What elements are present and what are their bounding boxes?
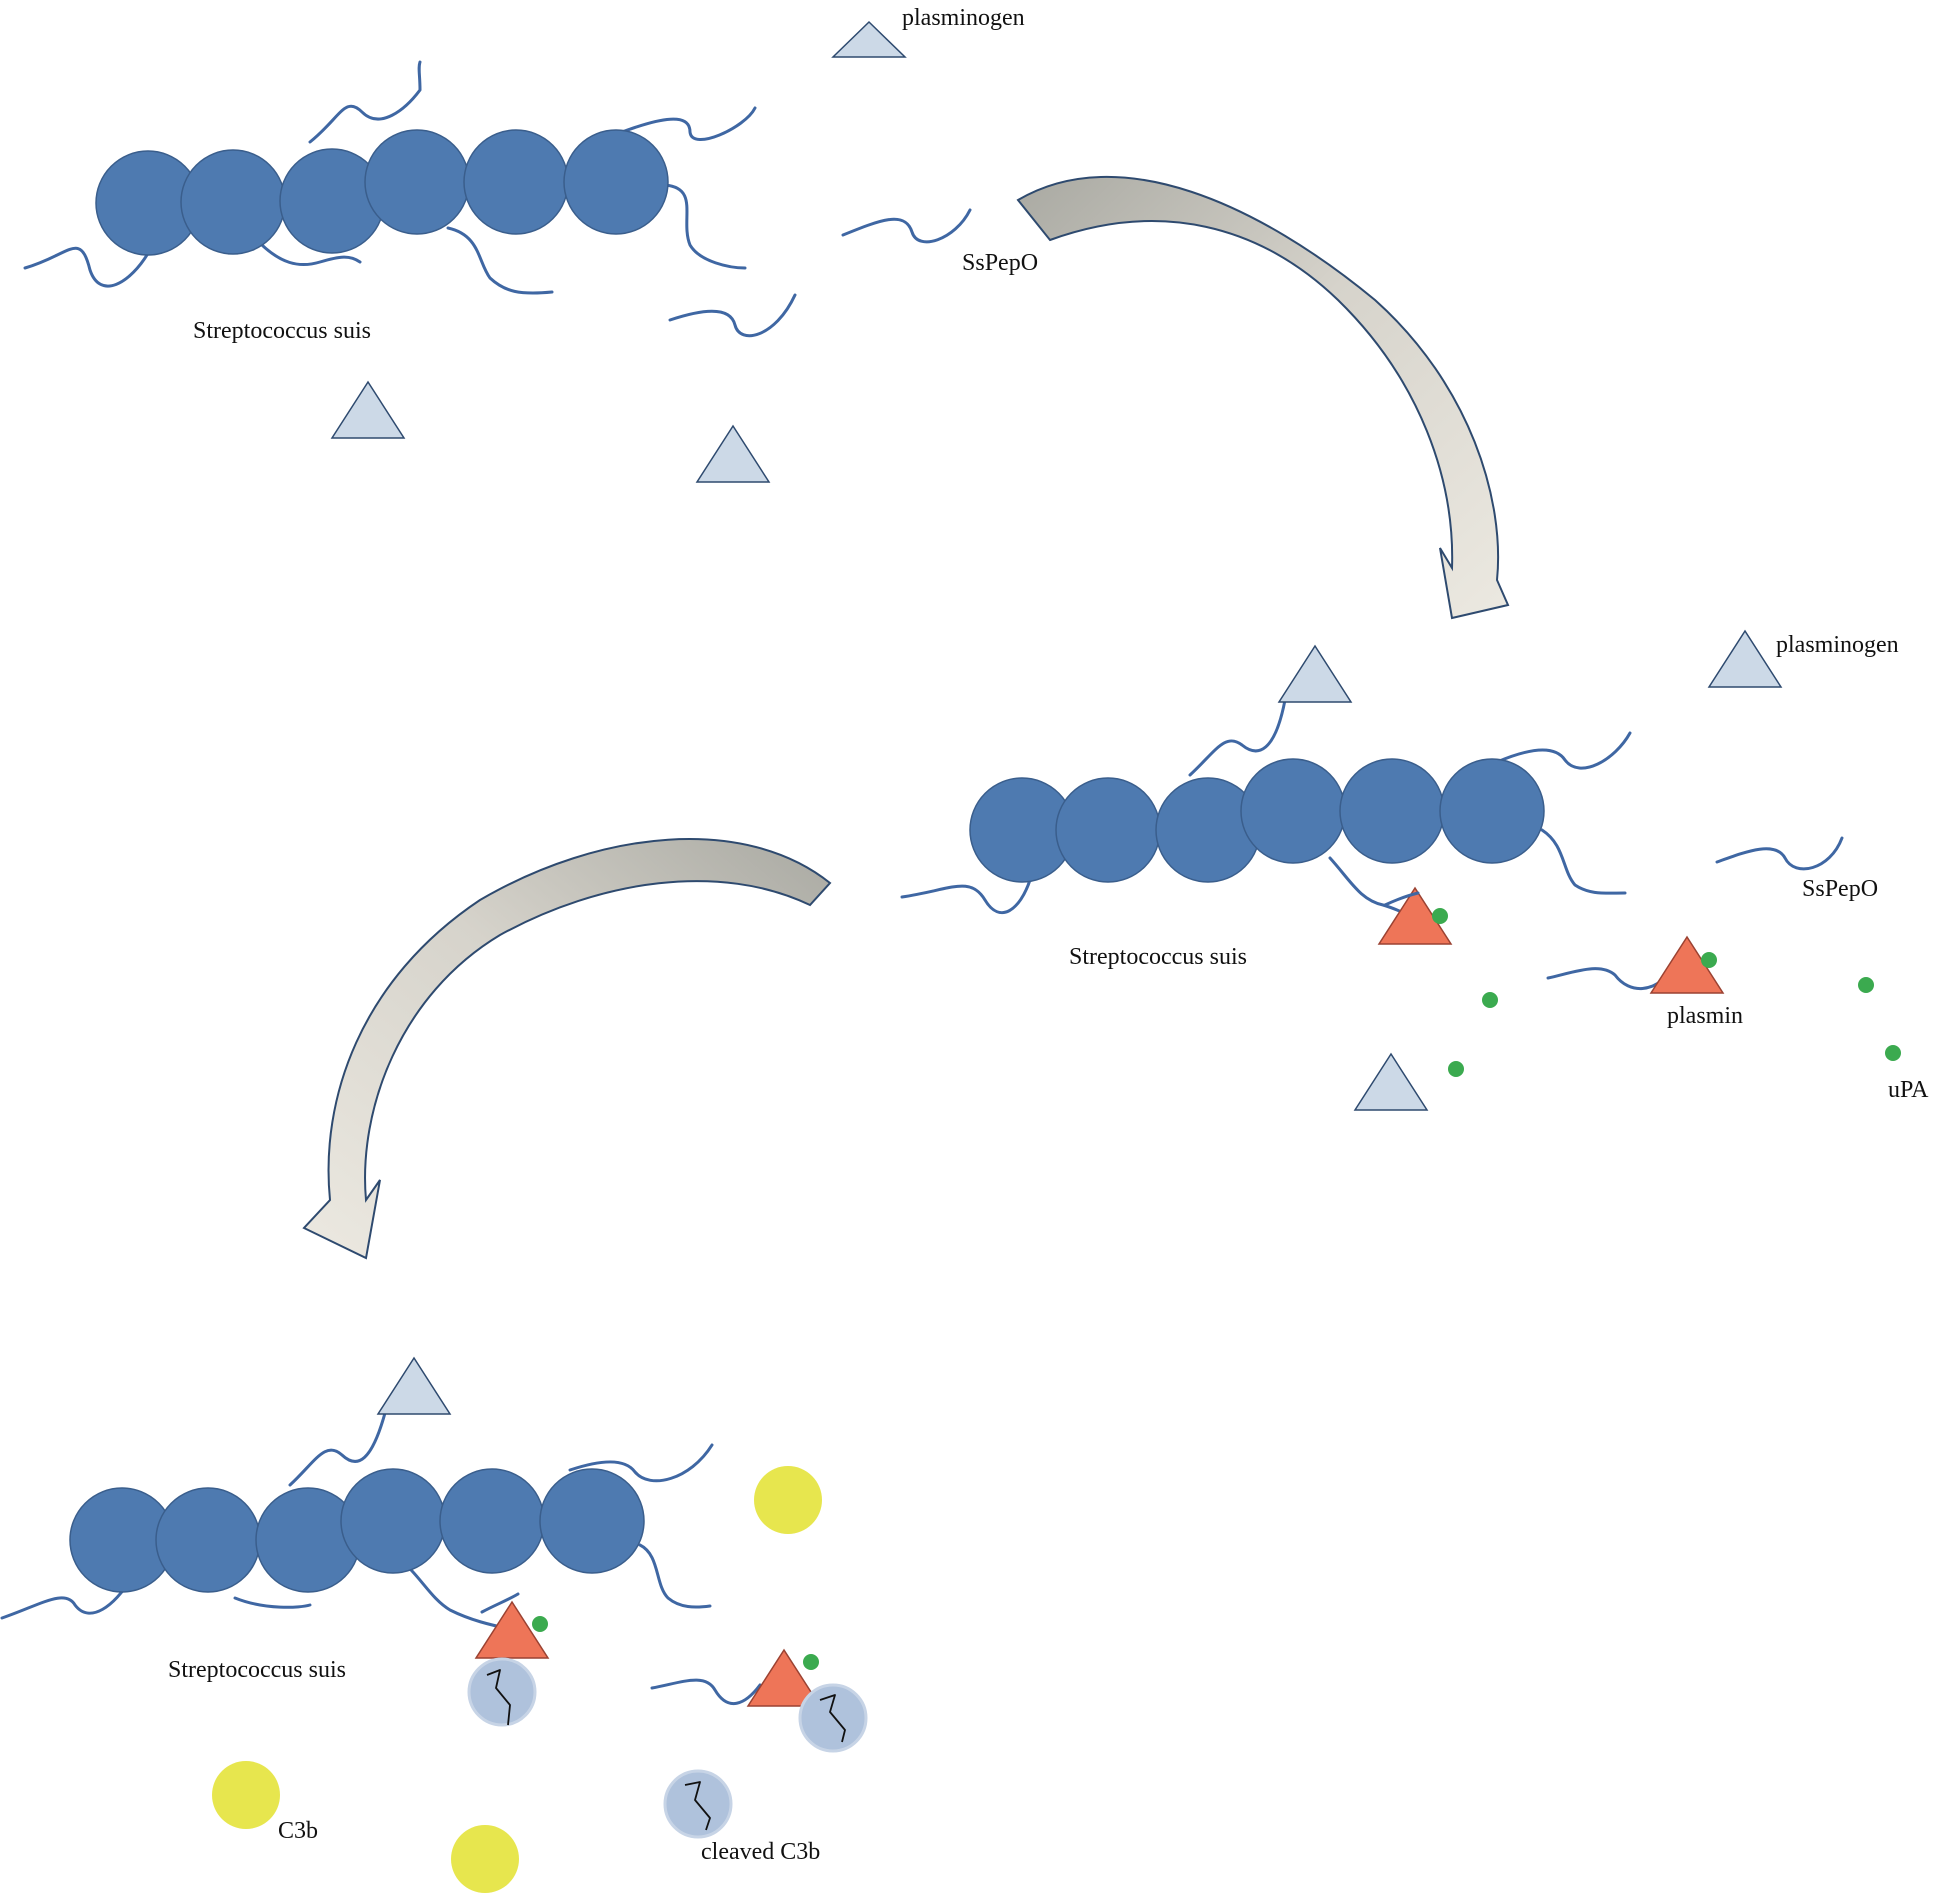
plasminogen-triangle <box>330 380 406 439</box>
streptococcus-suis-label: Streptococcus suis <box>1069 944 1247 970</box>
bacterial-cell <box>1240 758 1346 864</box>
sspepo-fiber <box>900 878 1032 914</box>
plasminogen-triangle <box>1353 1052 1429 1111</box>
plasminogen-triangle <box>376 1356 452 1415</box>
bacterial-cell <box>340 1468 446 1574</box>
c3b-circle <box>754 1466 822 1534</box>
streptococcus-suis-label: Streptococcus suis <box>168 1657 346 1683</box>
sspepo-fiber <box>396 1556 517 1632</box>
cleavage-mark <box>684 1781 711 1831</box>
bacterial-fibers-1 <box>23 60 972 338</box>
sspepo-fiber <box>663 183 747 270</box>
sspepo-fiber <box>233 1596 312 1609</box>
c3b-label: C3b <box>278 1818 318 1844</box>
bacterial-cell <box>1055 777 1161 883</box>
sspepo-fiber <box>446 226 554 295</box>
c3b-circle <box>212 1761 280 1829</box>
sspepo-fiber <box>308 60 422 144</box>
bacterial-cell <box>364 129 470 235</box>
sspepo-fiber <box>480 1592 520 1614</box>
plasminogen-triangle <box>1707 629 1783 688</box>
sspepo-fiber <box>568 1443 714 1483</box>
upa-dot <box>1448 1061 1464 1077</box>
cleaved-c3b-circle <box>798 1683 868 1753</box>
sspepo-fiber <box>253 236 362 267</box>
sspepo-fiber <box>0 1578 132 1620</box>
upa-label: uPA <box>1888 1077 1929 1103</box>
cleaved-c3b-circle <box>467 1657 537 1727</box>
bacterial-cell <box>563 129 669 235</box>
c3b-circle <box>451 1825 519 1893</box>
sspepo-fiber <box>1495 731 1632 770</box>
plasminogen-triangle <box>831 20 907 58</box>
sspepo-fiber <box>1715 836 1844 871</box>
bacterial-cell <box>463 129 569 235</box>
curved-arrow-2 <box>302 838 832 1260</box>
sspepo-fiber <box>1540 828 1627 895</box>
sspepo-label: SsPepO <box>1802 876 1878 902</box>
cleaved-c3b-group <box>467 1657 868 1839</box>
bacterial-fibers-3 <box>0 1411 762 1706</box>
plasminogen-label: plasminogen <box>902 5 1025 31</box>
panel-3-c3b-cleavage: Streptococcus suis C3b cleaved C3b <box>0 1356 868 1893</box>
sspepo-fiber <box>650 1678 762 1706</box>
panel-2-plasmin-activation: plasminogen SsPepO Streptococcus suis pl… <box>900 629 1929 1111</box>
bacterial-cell <box>1439 758 1545 864</box>
plasminogen-triangle <box>1277 644 1353 703</box>
plasmin-triangle <box>746 1648 822 1707</box>
streptococcus-chain-2 <box>969 758 1545 883</box>
plasmin-triangle <box>474 1600 550 1659</box>
upa-dot <box>1858 977 1874 993</box>
upa-dot <box>803 1654 819 1670</box>
bacterial-fibers-2 <box>900 698 1844 991</box>
sspepo-fiber <box>668 293 797 338</box>
cleavage-mark <box>819 1694 846 1743</box>
upa-dot <box>1482 992 1498 1008</box>
upa-dot <box>1701 952 1717 968</box>
streptococcus-chain-3 <box>69 1468 645 1593</box>
upa-dot <box>1432 908 1448 924</box>
curved-arrow-body <box>302 838 832 1260</box>
upa-dot <box>1885 1045 1901 1061</box>
bacterial-cell <box>439 1468 545 1574</box>
bacterial-cell <box>1339 758 1445 864</box>
streptococcus-suis-label: Streptococcus suis <box>193 318 371 344</box>
curved-arrow-1 <box>1016 175 1510 620</box>
sspepo-fiber <box>1546 967 1672 991</box>
panel-1-unbound-state: plasminogen SsPepO Streptococcus suis <box>23 5 1038 483</box>
sspepo-label: SsPepO <box>962 250 1038 276</box>
upa-dot <box>532 1616 548 1632</box>
sspepo-fiber <box>1383 891 1420 907</box>
bacterial-cell <box>539 1468 645 1574</box>
curved-arrow-body <box>1016 175 1510 620</box>
cleaved-c3b-label: cleaved C3b <box>701 1839 820 1865</box>
plasminogen-label: plasminogen <box>1776 632 1899 658</box>
sspepo-fiber <box>620 106 757 142</box>
streptococcus-chain-1 <box>95 129 669 256</box>
cleavage-mark <box>486 1669 511 1726</box>
bacterial-cell <box>180 149 286 255</box>
sspepo-fiber <box>288 1411 387 1487</box>
plasmin-label: plasmin <box>1667 1003 1743 1029</box>
sspepo-fiber <box>638 1543 712 1609</box>
sspepo-fiber <box>23 246 152 288</box>
bacterial-cell <box>155 1487 261 1593</box>
plasminogen-triangle <box>695 424 771 483</box>
sspepo-fiber <box>1188 698 1287 777</box>
sspepo-fiber <box>841 208 972 244</box>
